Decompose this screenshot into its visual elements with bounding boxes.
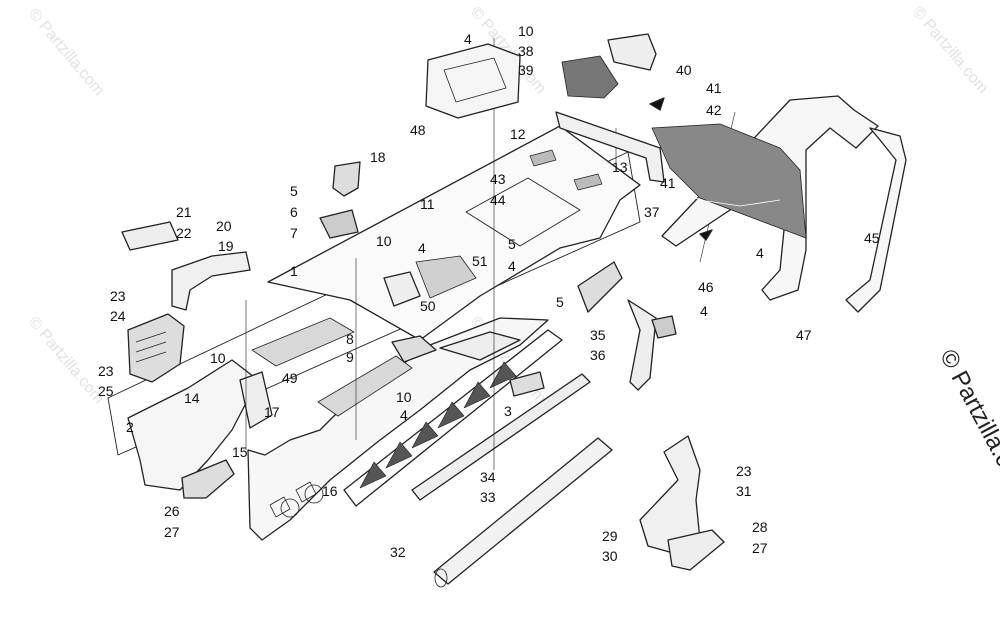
callout-6: 6 (290, 204, 298, 220)
callout-36: 36 (590, 347, 606, 363)
callout-19: 19 (218, 238, 234, 254)
callout-27: 27 (752, 540, 768, 556)
callout-20: 20 (216, 218, 232, 234)
callout-35: 35 (590, 327, 606, 343)
callout-29: 29 (602, 528, 618, 544)
callout-32: 32 (390, 544, 406, 560)
callout-40: 40 (676, 62, 692, 78)
callout-3: 3 (504, 403, 512, 419)
callout-46: 46 (698, 279, 714, 295)
callout-8: 8 (346, 331, 354, 347)
callout-7: 7 (290, 225, 298, 241)
callout-23: 23 (110, 288, 126, 304)
callout-30: 30 (602, 548, 618, 564)
callout-23: 23 (98, 363, 114, 379)
callout-12: 12 (510, 126, 526, 142)
callout-37: 37 (644, 204, 660, 220)
watermark: © Partzilla.com (909, 4, 991, 98)
callout-31: 31 (736, 483, 752, 499)
tunnel-assembly-drawing (107, 33, 907, 588)
callout-49: 49 (282, 370, 298, 386)
callout-11: 11 (420, 196, 435, 212)
callout-18: 18 (370, 149, 386, 165)
callout-39: 39 (518, 62, 534, 78)
watermark: © Partzilla.com (25, 6, 107, 100)
callout-13: 13 (612, 159, 628, 175)
callout-16: 16 (322, 483, 338, 499)
callout-labels: 1 2 3 4 4 4 4 4 4 5 5 5 6 7 8 9 10 10 10… (98, 23, 880, 564)
callout-5: 5 (556, 294, 564, 310)
callout-4: 4 (756, 245, 764, 261)
callout-2: 2 (126, 419, 134, 435)
callout-42: 42 (706, 102, 722, 118)
callout-51: 51 (472, 253, 488, 269)
watermark: © Partzilla.com (25, 314, 107, 408)
callout-41: 41 (706, 80, 722, 96)
callout-4: 4 (400, 407, 408, 423)
callout-50: 50 (420, 298, 436, 314)
callout-4: 4 (464, 31, 472, 47)
callout-5: 5 (290, 183, 298, 199)
callout-22: 22 (176, 225, 192, 241)
callout-26: 26 (164, 503, 180, 519)
callout-4: 4 (700, 303, 708, 319)
callout-5: 5 (508, 236, 516, 252)
callout-17: 17 (264, 404, 280, 420)
callout-10: 10 (376, 233, 392, 249)
callout-24: 24 (110, 308, 126, 324)
callout-33: 33 (480, 489, 496, 505)
callout-28: 28 (752, 519, 768, 535)
callout-4: 4 (418, 240, 426, 256)
callout-14: 14 (184, 390, 200, 406)
callout-9: 9 (346, 349, 354, 365)
callout-27: 27 (164, 524, 180, 540)
callout-25: 25 (98, 383, 114, 399)
callout-44: 44 (490, 192, 506, 208)
callout-45: 45 (864, 230, 880, 246)
callout-43: 43 (490, 171, 506, 187)
callout-10: 10 (210, 350, 226, 366)
callout-4: 4 (508, 258, 516, 274)
callout-23: 23 (736, 463, 752, 479)
callout-34: 34 (480, 469, 496, 485)
callout-15: 15 (232, 444, 248, 460)
callout-47: 47 (796, 327, 812, 343)
callout-1: 1 (290, 263, 298, 279)
callout-41: 41 (660, 175, 676, 191)
callout-48: 48 (410, 122, 426, 138)
callout-10: 10 (518, 23, 534, 39)
callout-21: 21 (176, 204, 192, 220)
callout-38: 38 (518, 43, 534, 59)
callout-10: 10 (396, 389, 412, 405)
